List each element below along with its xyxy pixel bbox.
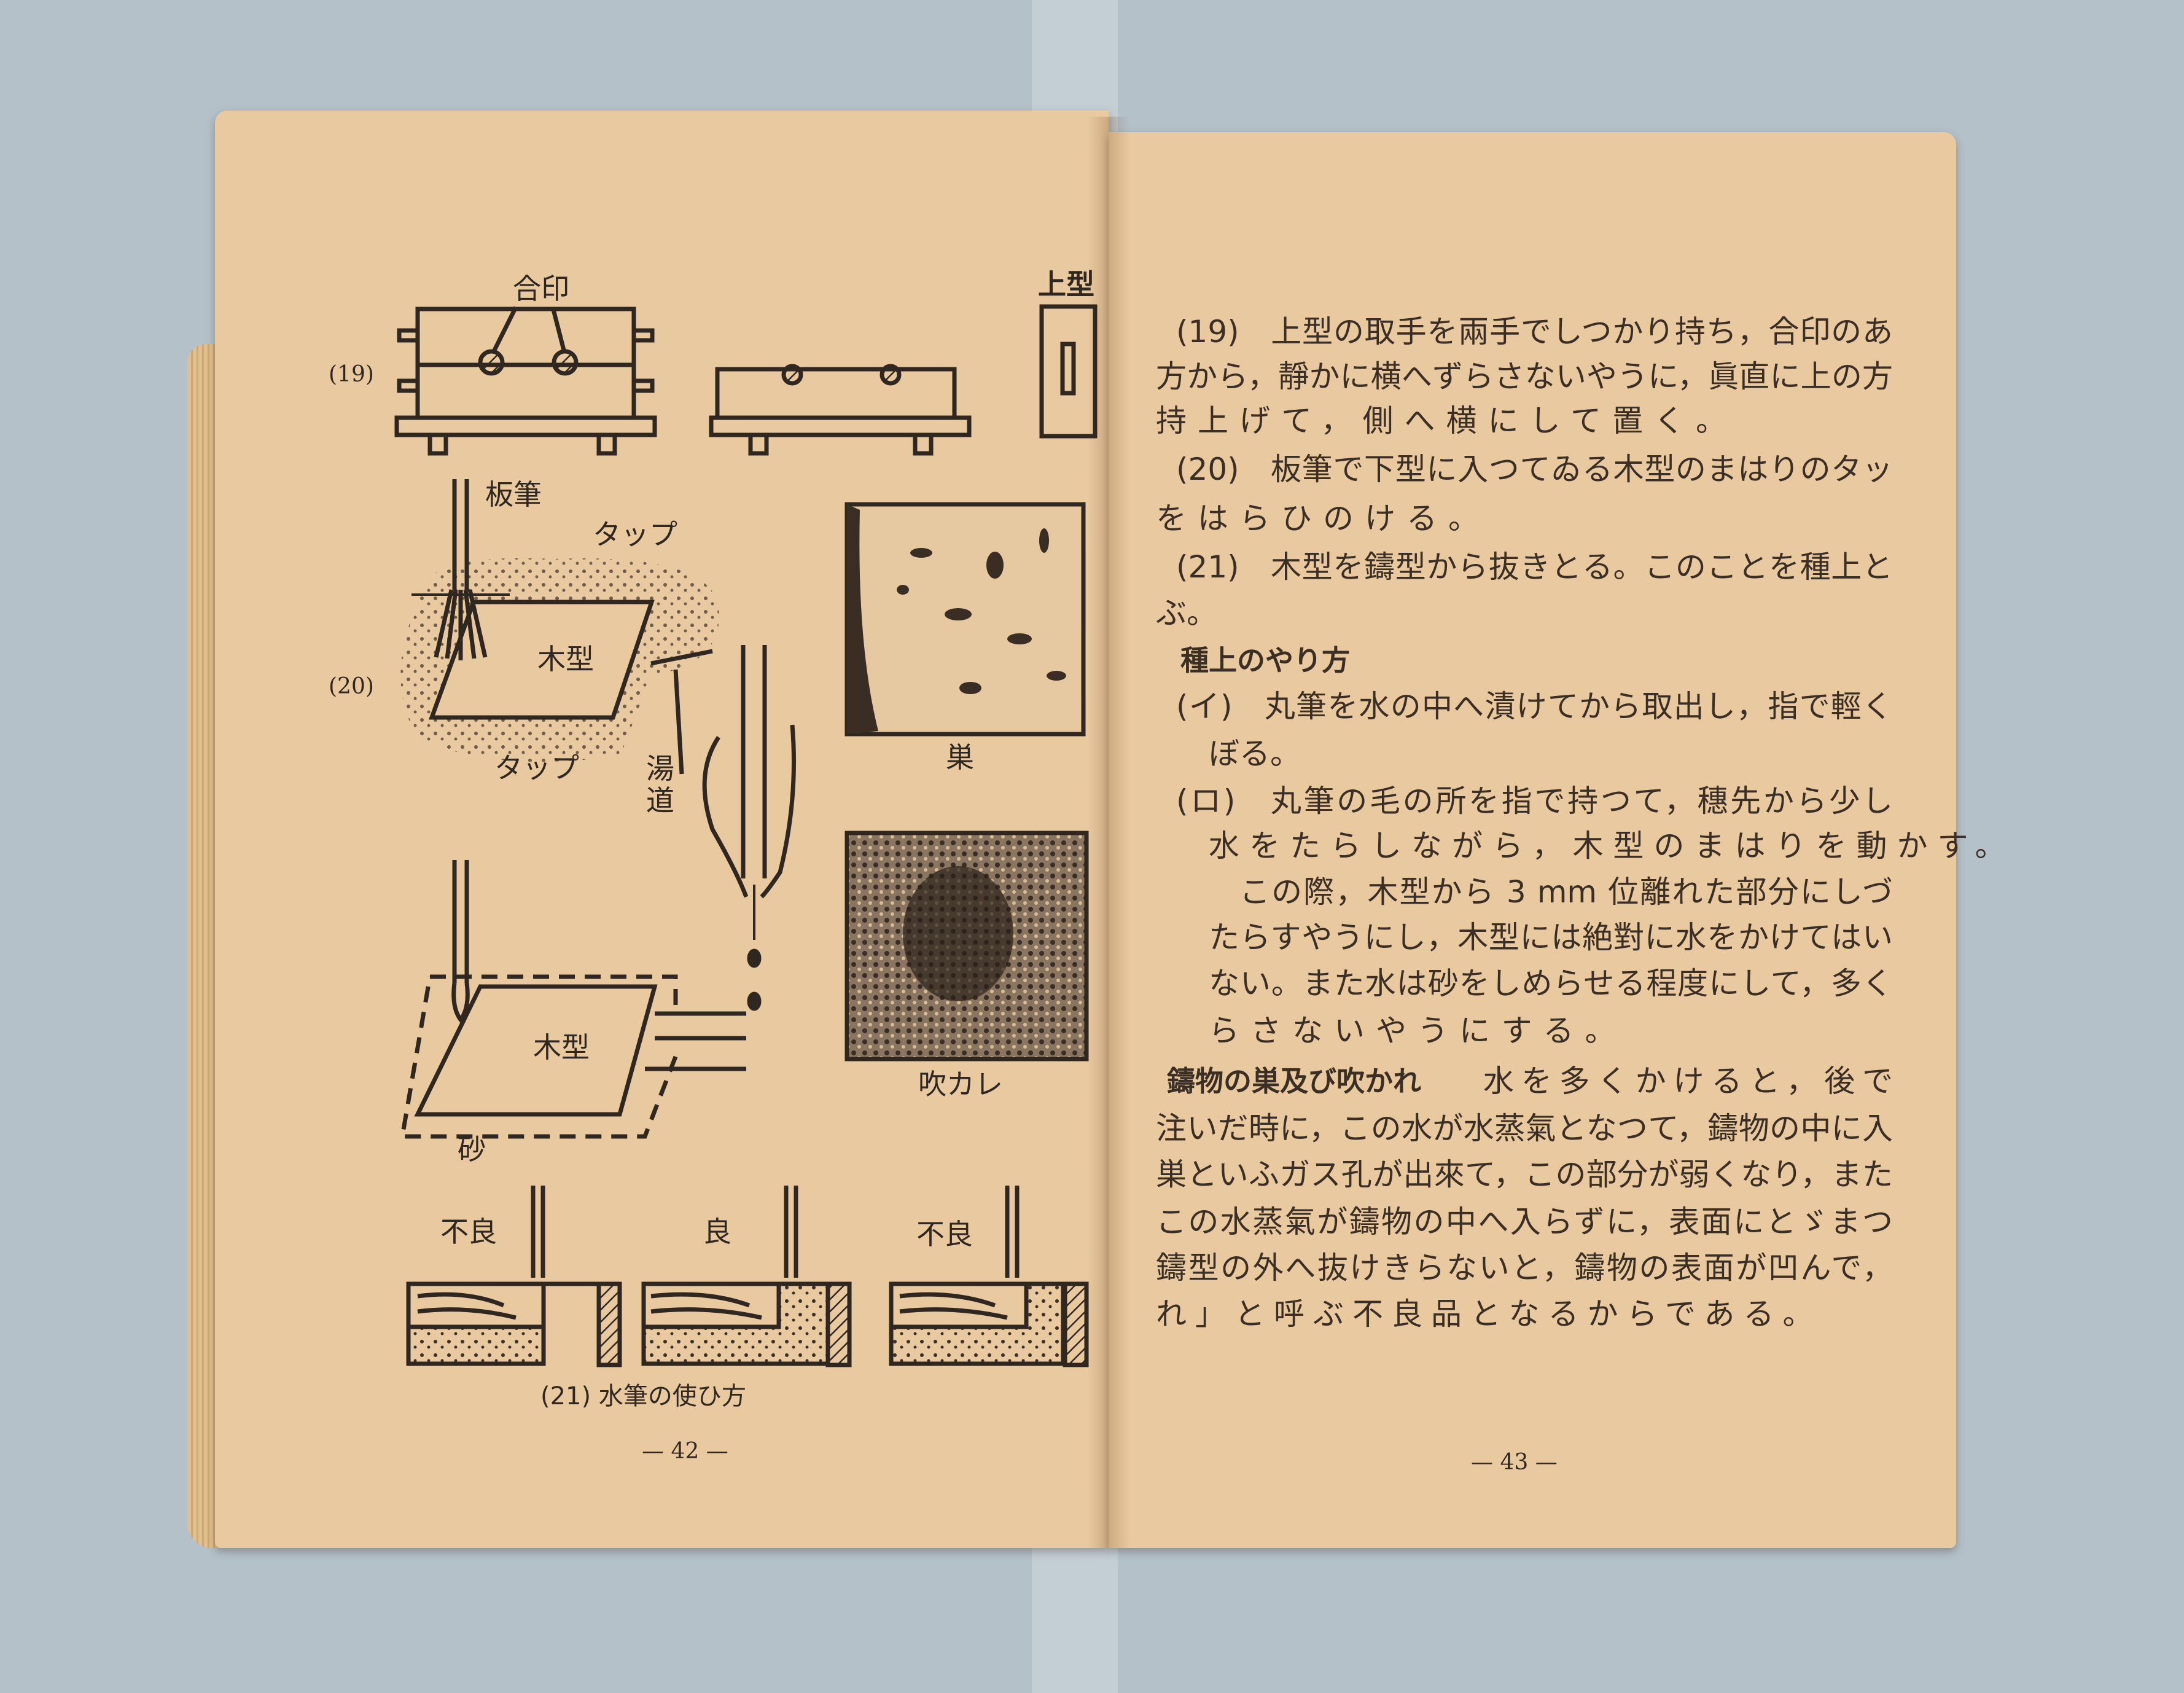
text-line: 方から，靜かに横へずらさないやうに，眞直に上の方へ — [1156, 359, 1893, 394]
label-su: 巣 — [946, 741, 974, 774]
label-kigata-20: 木型 — [537, 643, 594, 676]
hand-brush-drawing — [702, 645, 796, 1011]
page-number-right: — 43 — — [1471, 1450, 1558, 1475]
text-line: 鑄型の外へ抜けきらないと，鑄物の表面が凹んで，「吹か — [1156, 1250, 1893, 1286]
label-suna: 砂 — [458, 1133, 486, 1166]
text-line: この水蒸氣が鑄物の中へ入らずに，表面にとゞまつて， — [1156, 1204, 1893, 1240]
label-bad-right: 不良 — [916, 1218, 973, 1251]
label-aijirushi: 合印 — [513, 272, 569, 305]
text-line: (イ) 丸筆を水の中へ漬けてから取出し，指で輕くし — [1176, 689, 1893, 724]
flask-closed-drawing — [394, 306, 657, 456]
text-line: ぼる。 — [1209, 736, 1301, 772]
wood-block-bad-right — [889, 1186, 1089, 1367]
text-line: たらすやうにし，木型には絶對に水をかけてはいけ — [1209, 920, 1893, 955]
figure-caption: (21) 水筆の使ひ方 — [540, 1382, 746, 1410]
text-line: (19) 上型の取手を兩手でしつかり持ち，合印のある — [1176, 314, 1893, 350]
board-brush-drawing — [411, 479, 510, 660]
upper-flask-side-drawing — [1039, 304, 1098, 439]
heading-taneage: 種上のやり方 — [1180, 644, 1350, 677]
text-line: をはらひのける。 — [1156, 501, 1490, 536]
text-line: れ」と呼ぶ不良品となるからである。 — [1156, 1296, 1822, 1332]
text-line: (20) 板筆で下型に入つてゐる木型のまはりのタップ — [1176, 452, 1893, 487]
text-line: ない。また水は砂をしめらせる程度にして，多くた — [1209, 966, 1893, 1001]
label-yumichi: 湯道 — [646, 752, 674, 817]
label-tap-bottom: タップ — [494, 751, 579, 784]
wood-block-good — [641, 1186, 852, 1367]
wooden-pattern-20 — [429, 600, 655, 720]
text-line: 水を多くかけると，後で「湯」を — [1483, 1063, 1893, 1099]
heading-su-fukikare: 鑄物の巣及び吹かれ — [1167, 1065, 1421, 1098]
water-brush-drawing — [451, 860, 470, 1023]
label-good: 良 — [703, 1215, 731, 1248]
label-tap-top: タップ — [593, 518, 677, 551]
label-itafude: 板筆 — [485, 478, 542, 511]
text-line: 水をたらしながら，木型のまはりを動かす。 — [1209, 828, 2016, 864]
text-line: らさないやうにする。 — [1209, 1013, 1627, 1049]
label-bad-left: 不良 — [440, 1215, 497, 1248]
label-uwagata: 上型 — [1038, 268, 1094, 301]
figure-number-19: (19) — [329, 362, 374, 387]
text-line: ぶ。 — [1156, 595, 1217, 631]
text-line: 巣といふガス孔が出來て，この部分が弱くなり，または — [1156, 1157, 1893, 1192]
label-kigata-21: 木型 — [533, 1031, 590, 1064]
text-line: 注いだ時に，この水が水蒸氣となつて，鑄物の中に入り — [1156, 1111, 1893, 1146]
wooden-pattern-21 — [414, 984, 658, 1117]
text-line: 持上げて，側へ横にして置く。 — [1156, 403, 1737, 439]
text-line: (21) 木型を鑄型から抜きとる。このことを種上と呼 — [1176, 549, 1893, 585]
figure-number-20: (20) — [329, 674, 374, 699]
right-page — [1109, 132, 1956, 1548]
label-fukikare: 吹カレ — [918, 1068, 1003, 1101]
text-line: この際，木型から 3 mm 位離れた部分にしづくを — [1239, 874, 1893, 910]
sand-outline-dashed — [399, 974, 678, 1139]
wood-block-bad-left — [406, 1186, 622, 1367]
page-number-left: — 42 — — [642, 1439, 728, 1464]
lower-flask-drawing — [709, 364, 972, 456]
text-line: (ロ) 丸筆の毛の所を指で持つて，穗先から少しづゝ — [1176, 783, 1893, 819]
